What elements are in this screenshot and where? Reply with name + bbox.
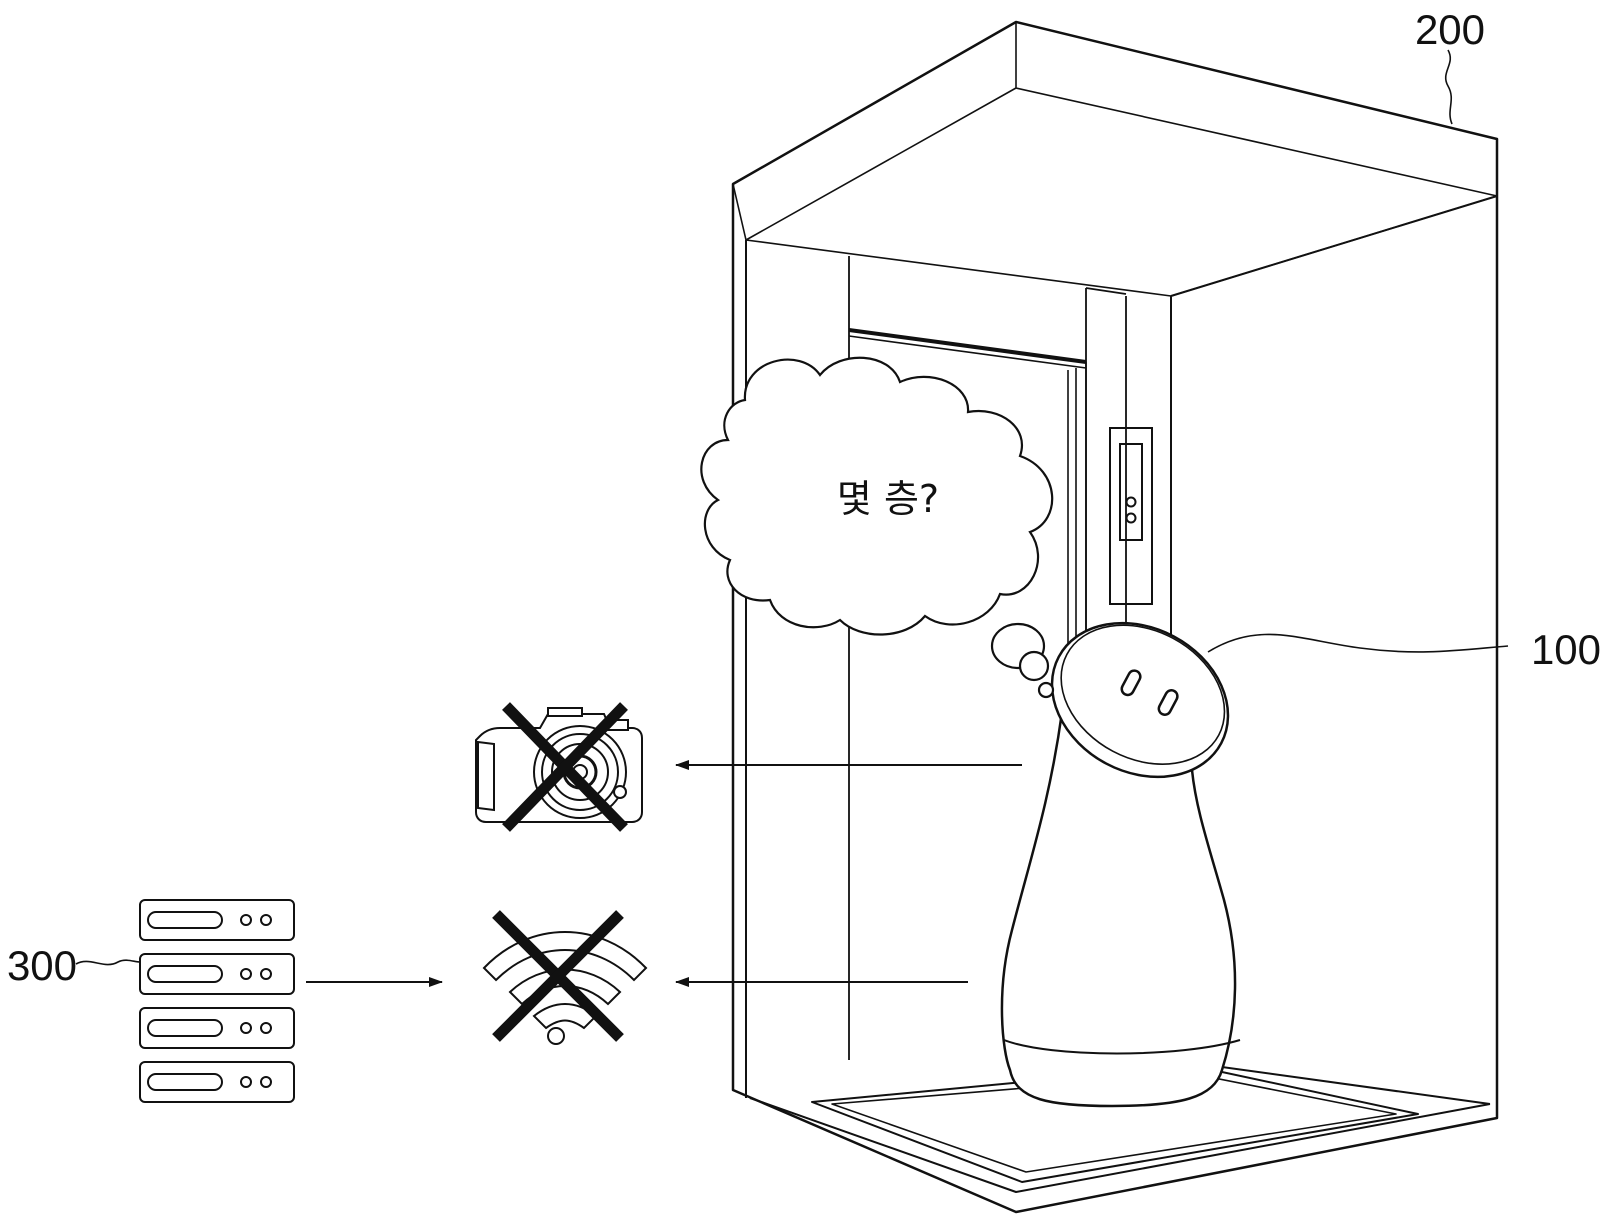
camera-lens-outer xyxy=(534,726,626,818)
server-unit xyxy=(140,1008,294,1048)
elevator-ceiling xyxy=(733,22,1497,296)
server-unit xyxy=(140,900,294,940)
panel-button-up xyxy=(1127,498,1136,507)
server-unit xyxy=(140,954,294,994)
elevator-control-panel xyxy=(1110,428,1152,604)
label-server-300: 300 xyxy=(7,942,77,989)
server-unit xyxy=(140,1062,294,1102)
thought-dot-small xyxy=(1039,683,1053,697)
thought-bubble xyxy=(701,358,1053,697)
robot-body xyxy=(1002,712,1235,1106)
server-rack-icon xyxy=(140,900,294,1102)
thought-text: 몇 층? xyxy=(837,477,939,521)
leader-line-200 xyxy=(1446,50,1452,124)
label-robot-100: 100 xyxy=(1531,626,1600,673)
leader-line-100 xyxy=(1208,634,1508,652)
panel-button-down xyxy=(1127,514,1136,523)
label-elevator-200: 200 xyxy=(1415,6,1485,53)
thought-dot-medium xyxy=(1020,652,1048,680)
leader-line-300 xyxy=(76,960,140,964)
wifi-dot xyxy=(548,1028,564,1044)
